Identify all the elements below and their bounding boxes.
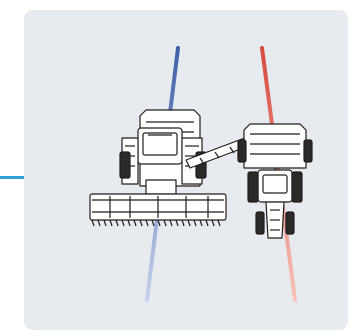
- tractor-grain-cart-icon: [238, 124, 312, 238]
- combine-harvester-icon: [90, 110, 254, 226]
